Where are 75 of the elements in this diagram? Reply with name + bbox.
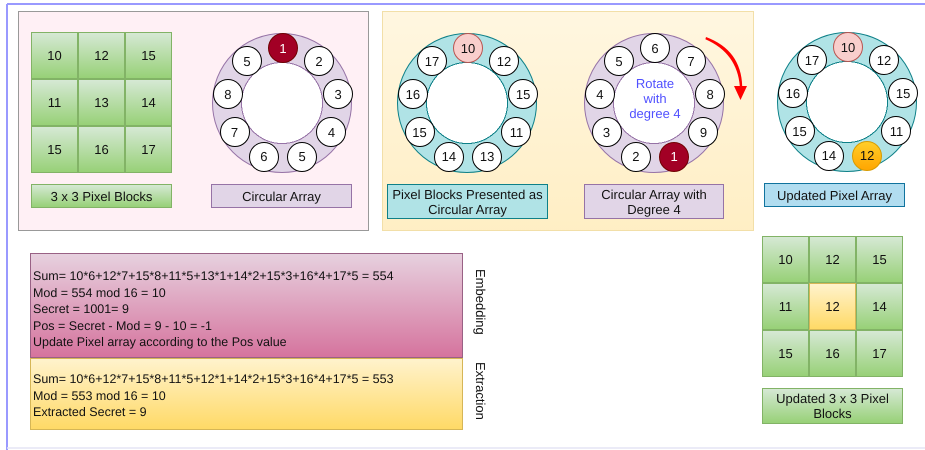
number-circle: 5 [287,142,318,172]
caption-box: Circular Array [211,184,352,208]
caption-box: Updated Pixel Array [764,183,905,207]
caption-box: 3 x 3 Pixel Blocks [31,184,172,208]
text-panel [30,253,463,358]
number-circle: 4 [316,117,346,147]
number-circle: 5 [604,46,634,76]
number-circle: 6 [248,142,279,172]
number-circle: 1 [268,33,298,63]
number-circle: 12 [868,45,899,76]
pixel-cell: 17 [125,126,172,173]
number-circle: 15 [404,117,434,147]
number-circle: 11 [881,116,912,146]
number-circle: 3 [592,117,622,147]
number-circle: 10 [453,33,483,63]
number-circle: 4 [584,79,615,110]
pixel-cell: 14 [856,283,903,330]
number-circle: 14 [814,140,844,171]
pixel-cell: 10 [31,32,78,79]
number-circle: 3 [323,79,354,110]
formula-line: Sum= 10*6+12*7+15*8+11*5+12*1+14*2+15*3+16*4+17*5 = 553 [33,371,394,388]
number-circle: 15 [508,79,538,110]
number-circle: 1 [659,142,690,172]
pixel-cell: 11 [31,79,78,126]
pixel-cell: 11 [762,283,809,330]
number-circle: 12 [488,46,519,76]
number-circle: 2 [620,142,651,172]
number-circle: 8 [212,79,243,110]
panel-background [18,11,369,231]
panel-background [382,11,754,231]
pixel-cell: 16 [809,330,856,377]
number-circle: 9 [688,117,718,147]
number-circle: 16 [398,79,428,110]
section-label: Embedding [472,269,488,335]
formula-line: Sum= 10*6+12*7+15*8+11*5+13*1+14*2+15*3+16*4+17*5 = 554 [33,268,394,284]
formula-line: Secret = 1001= 9 [33,301,129,318]
pixel-cell: 12 [809,283,856,330]
formula-line: Mod = 553 mod 16 = 10 [33,388,166,404]
pixel-cell: 14 [125,79,172,126]
ring-caption: Rotate with degree 4 [628,76,682,121]
pixel-cell: 15 [856,236,903,283]
number-circle: 5 [232,46,262,76]
caption-box: Circular Array with Degree 4 [584,184,724,219]
pixel-cell: 13 [78,79,125,126]
number-circle: 8 [695,79,726,110]
number-circle: 15 [784,116,814,146]
number-circle: 7 [220,117,250,147]
formula-line: Update Pixel array according to the Pos value [33,334,287,350]
number-circle: 10 [833,32,863,62]
pixel-cell: 15 [125,32,172,79]
text-panel [30,358,463,430]
pixel-cell: 15 [31,126,78,173]
section-label: Extraction [472,362,488,420]
pixel-cell: 16 [78,126,125,173]
caption-box: Pixel Blocks Presented as Circular Array [387,184,548,219]
number-circle: 6 [640,33,670,63]
pixel-cell: 10 [762,236,809,283]
number-circle: 2 [304,46,334,76]
number-circle: 16 [778,78,808,108]
formula-line: Mod = 554 mod 16 = 10 [33,284,166,301]
number-circle: 17 [417,46,447,76]
pixel-cell: 12 [809,236,856,283]
number-circle: 11 [501,117,532,147]
number-circle: 13 [472,142,502,172]
formula-line: Pos = Secret - Mod = 9 - 10 = -1 [33,318,212,334]
number-circle: 7 [676,46,706,76]
number-circle: 12 [852,140,882,171]
pixel-cell: 17 [856,330,903,377]
formula-line: Extracted Secret = 9 [33,404,147,420]
pixel-cell: 12 [78,32,125,79]
caption-box: Updated 3 x 3 Pixel Blocks [762,388,903,424]
number-circle: 17 [797,45,827,76]
pixel-cell: 15 [762,330,809,377]
number-circle: 14 [434,142,464,172]
number-circle: 15 [888,78,918,108]
